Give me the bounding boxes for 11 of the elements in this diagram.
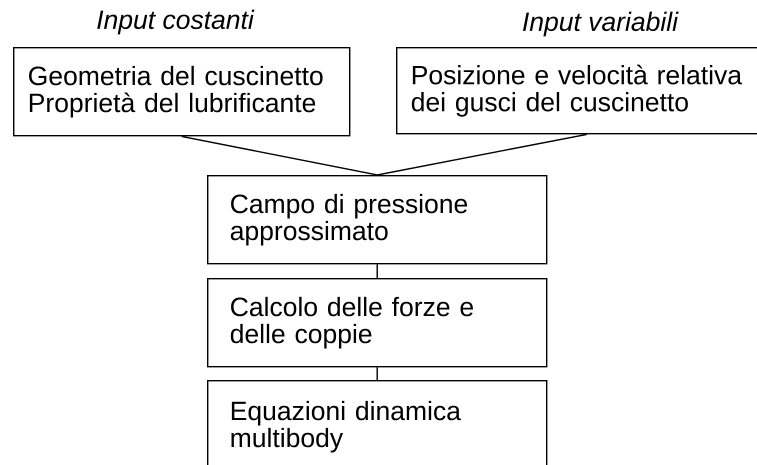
process-box: Campo di pressione approssimato <box>207 175 548 264</box>
connector-line <box>376 367 378 380</box>
process-box: Equazioni dinamica multibody <box>207 380 548 465</box>
connector-line <box>377 134 587 176</box>
process-box: Geometria del cuscinetto Proprietà del lubrificante <box>13 46 350 136</box>
process-box: Posizione e velocità relativa dei gusci del cuscinetto <box>396 46 757 134</box>
connector-line <box>182 136 378 176</box>
heading: Input variabili <box>522 12 679 36</box>
heading: Input costanti <box>97 10 254 34</box>
process-box: Calcolo delle forze e delle coppie <box>207 278 548 368</box>
connector-line <box>376 264 378 278</box>
